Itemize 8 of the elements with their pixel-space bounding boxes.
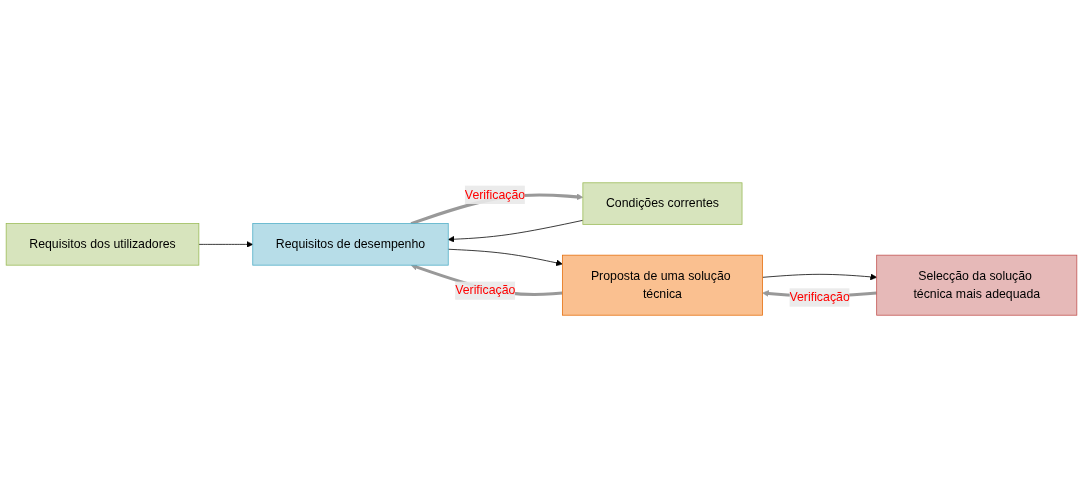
node-box: Proposta de uma solução técnica: [562, 254, 763, 316]
node-box: Selecção da solução técnica mais adequada: [876, 254, 1078, 316]
node-box: Condições correntes: [582, 182, 743, 225]
edge-label: Verificação: [455, 283, 516, 297]
node-box: Requisitos de desempenho: [252, 223, 449, 266]
edge-label: Verificação: [789, 290, 850, 304]
edge-label: Verificação: [464, 187, 526, 201]
node-box: Requisitos dos utilizadores: [5, 223, 200, 266]
